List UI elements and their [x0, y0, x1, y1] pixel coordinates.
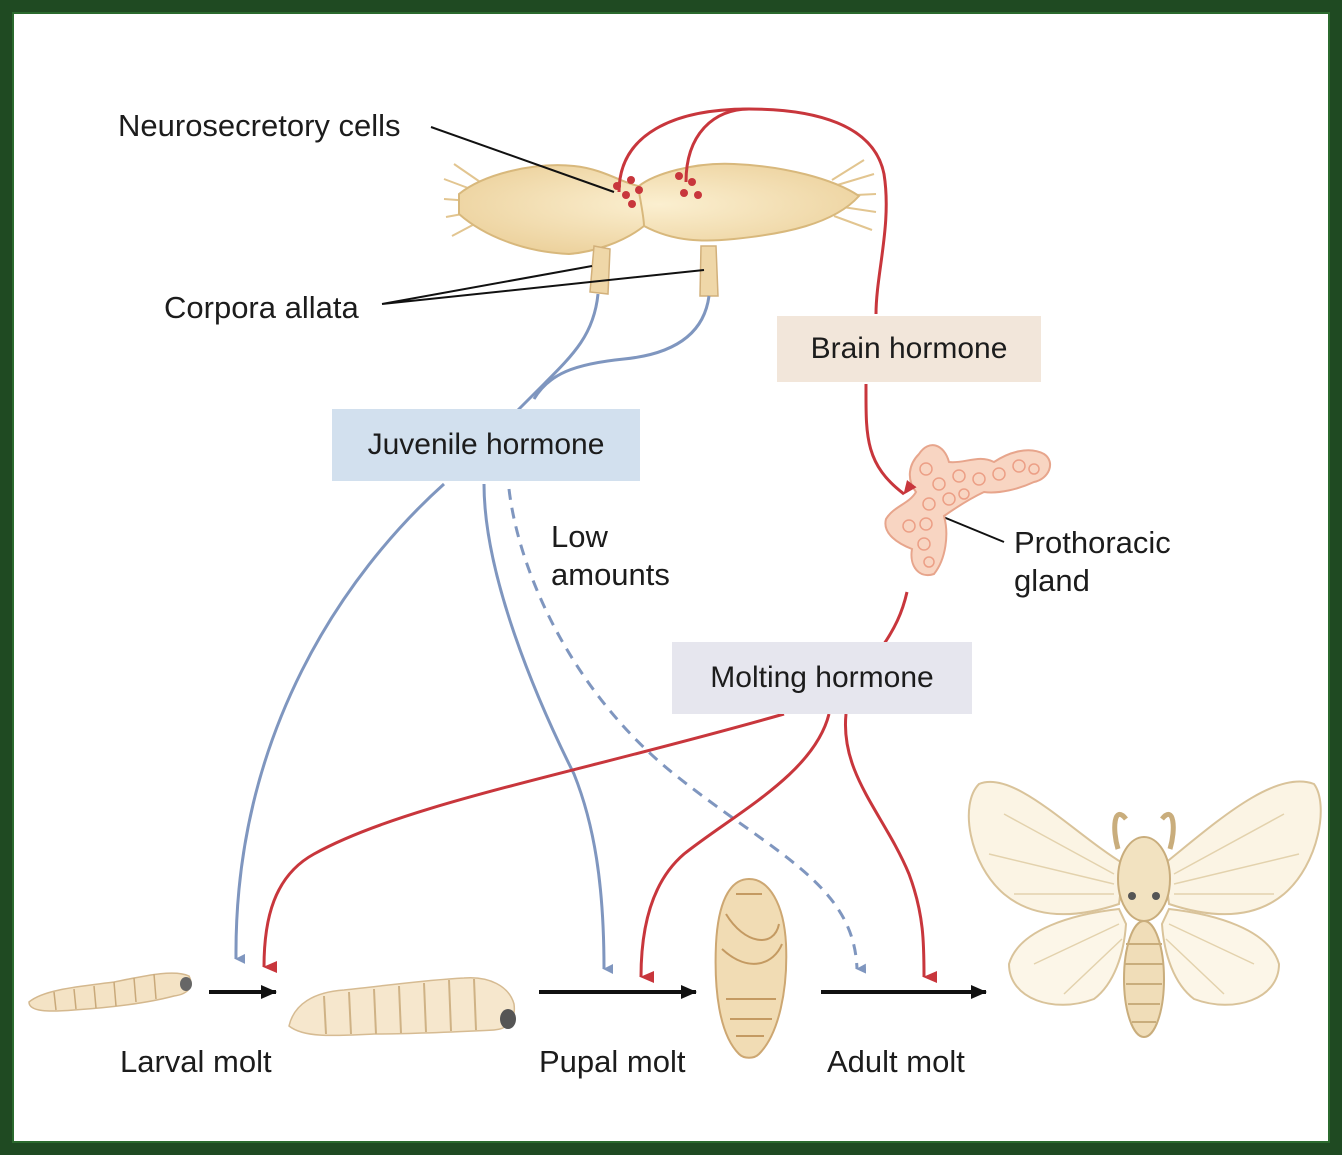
large-larva-illustration [289, 978, 516, 1036]
small-larva-illustration [29, 973, 192, 1011]
prothoracic-gland-line1: Prothoracic [1014, 524, 1171, 562]
molting-hormone-label: Molting hormone [672, 642, 972, 714]
prothoracic-gland-line2: gland [1014, 562, 1171, 600]
larval-molt-label: Larval molt [120, 1043, 272, 1080]
brain-hormone-label: Brain hormone [777, 316, 1041, 382]
adult-moth-illustration [969, 781, 1321, 1037]
low-amounts-label: Low amounts [551, 518, 670, 594]
pupal-molt-label: Pupal molt [539, 1043, 685, 1080]
low-amounts-line2: amounts [551, 556, 670, 594]
diagram-frame: Neurosecretory cells Corpora allata Brai… [12, 12, 1330, 1143]
low-amounts-line1: Low [551, 518, 670, 556]
juvenile-hormone-pathway [236, 294, 857, 969]
prothoracic-gland-label: Prothoracic gland [1014, 524, 1171, 600]
neurosecretory-cells-label: Neurosecretory cells [118, 107, 401, 144]
pupa-illustration [716, 879, 787, 1058]
corpora-allata-label: Corpora allata [164, 289, 359, 326]
juvenile-hormone-label: Juvenile hormone [332, 409, 640, 481]
adult-molt-label: Adult molt [827, 1043, 965, 1080]
